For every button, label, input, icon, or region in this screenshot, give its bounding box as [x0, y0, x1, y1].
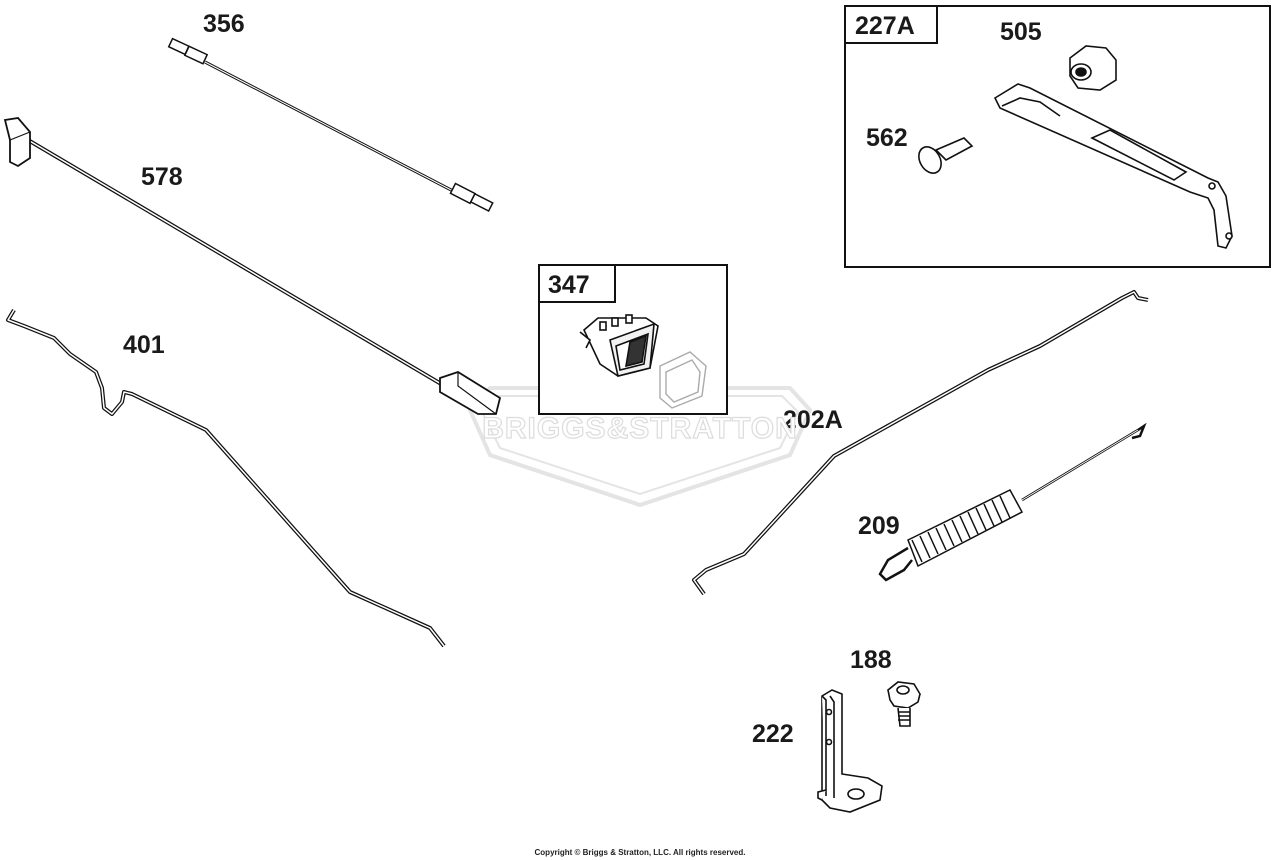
lever-227A [993, 83, 1233, 249]
label-578: 578 [141, 163, 183, 191]
pin-562 [918, 137, 974, 174]
part-202A-rod [692, 290, 1149, 596]
label-505: 505 [1000, 18, 1042, 46]
rocker-switch [579, 314, 659, 377]
label-347: 347 [548, 271, 590, 299]
part-227A-box [844, 5, 1271, 268]
label-227A: 227A [855, 12, 915, 40]
part-209-spring [878, 422, 1147, 582]
label-188: 188 [850, 646, 892, 674]
label-562: 562 [866, 124, 908, 152]
spring-coil [907, 489, 1024, 568]
label-356: 356 [203, 10, 245, 38]
part-222-bracket [817, 689, 883, 813]
part-401-rod [6, 308, 446, 648]
spacer-505 [1069, 45, 1117, 91]
part-347-box [538, 264, 728, 415]
part-578-cable [3, 117, 502, 415]
label-222: 222 [752, 720, 794, 748]
watermark-text: BRIGGS&STRATTON [482, 411, 798, 445]
part-188-bolt [886, 681, 922, 727]
switch-boot [659, 351, 707, 409]
label-209: 209 [858, 512, 900, 540]
copyright-notice: Copyright © Briggs & Stratton, LLC. All … [534, 848, 746, 857]
part-356-wire [167, 37, 494, 213]
label-202A: 202A [783, 406, 843, 434]
label-401: 401 [123, 331, 165, 359]
